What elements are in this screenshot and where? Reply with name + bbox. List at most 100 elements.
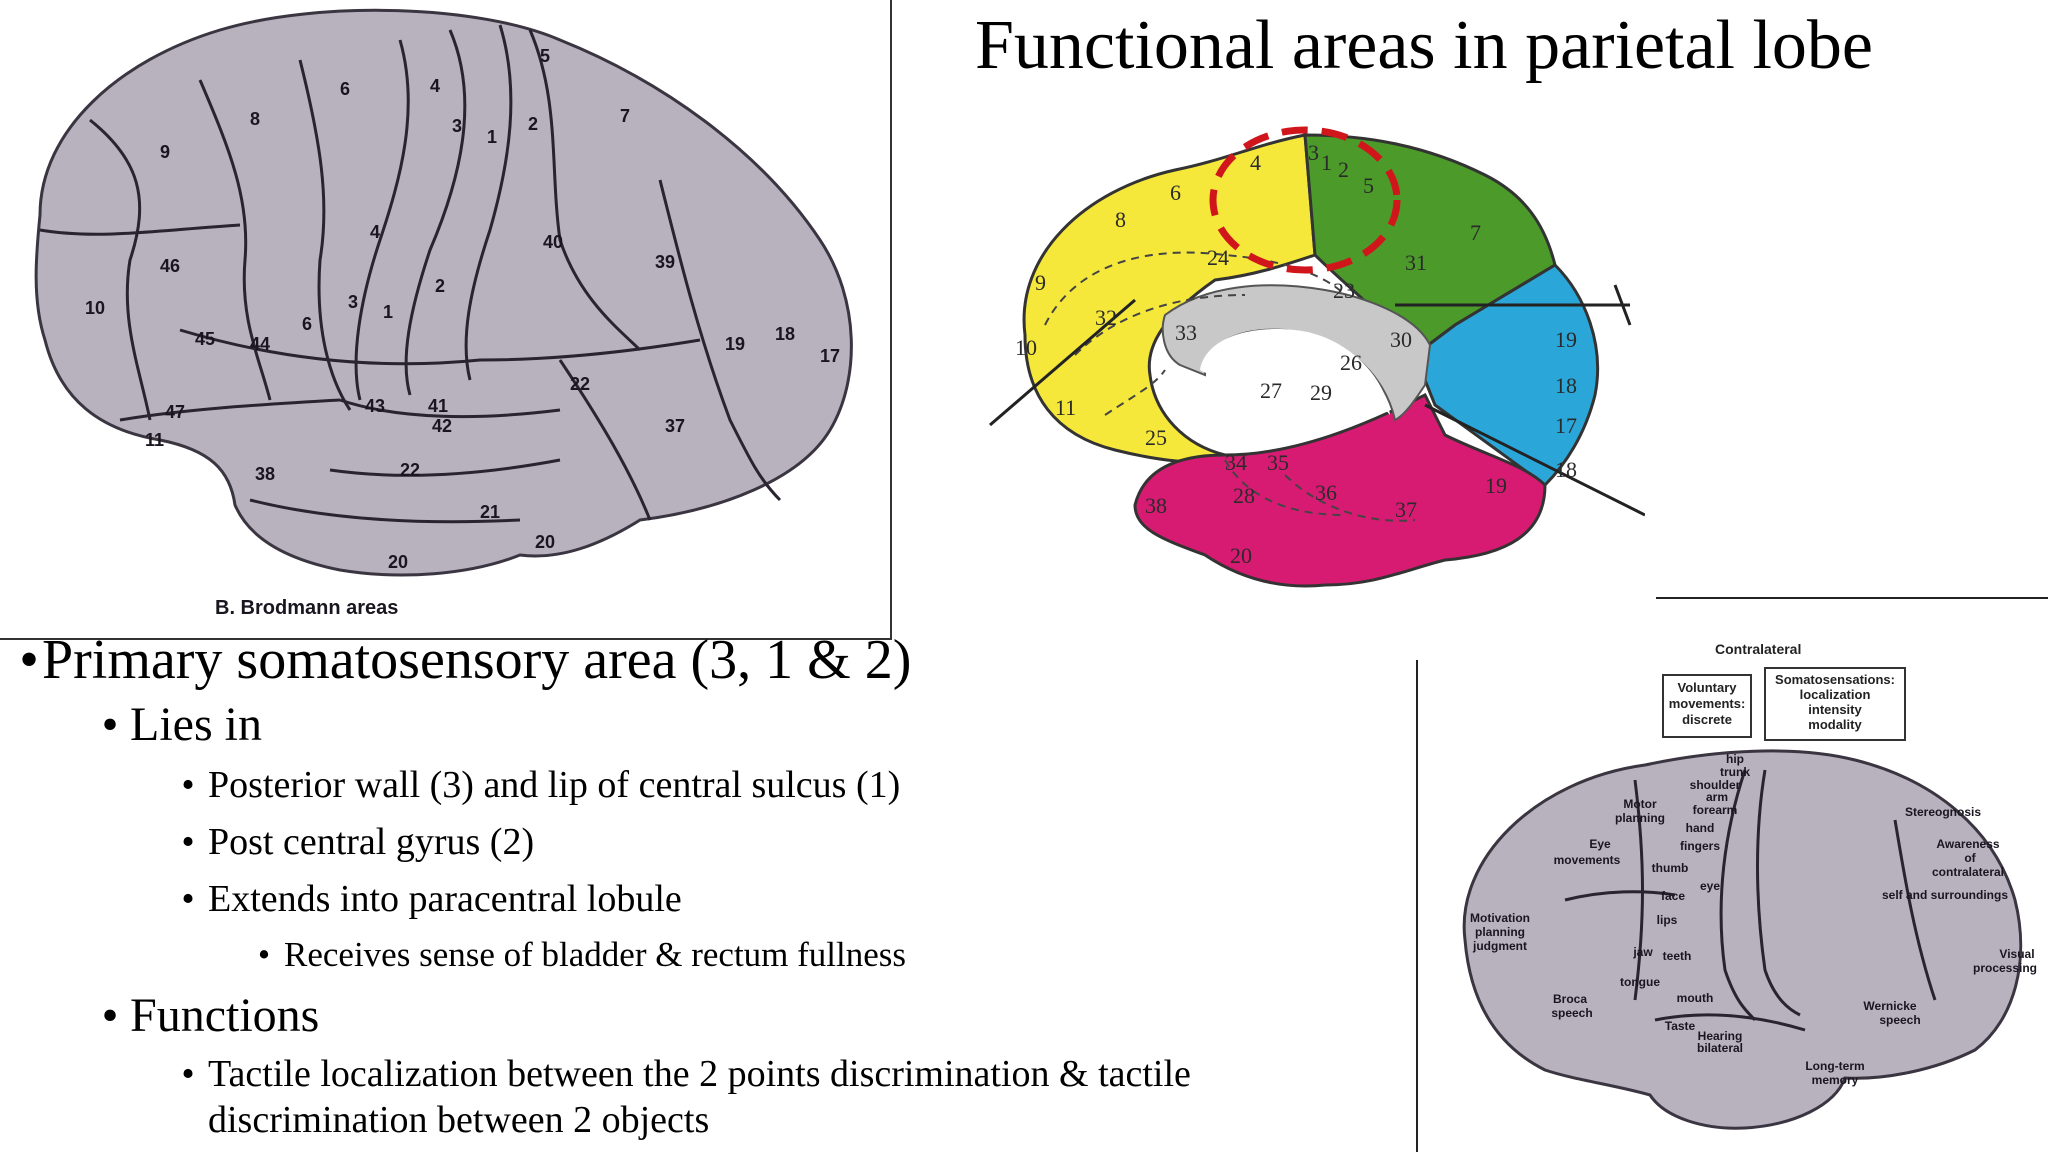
svg-text:18: 18 bbox=[1555, 373, 1577, 398]
svg-text:28: 28 bbox=[1233, 483, 1255, 508]
bullet-paracentral-lobule: •Extends into paracentral lobule bbox=[181, 878, 682, 920]
svg-text:modality: modality bbox=[1808, 717, 1862, 732]
svg-text:26: 26 bbox=[1340, 350, 1362, 375]
svg-text:self and surroundings: self and surroundings bbox=[1882, 888, 2008, 902]
svg-text:Visual: Visual bbox=[1999, 947, 2034, 961]
svg-text:7: 7 bbox=[1470, 220, 1481, 245]
svg-text:2: 2 bbox=[435, 276, 445, 296]
svg-text:33: 33 bbox=[1175, 320, 1197, 345]
svg-text:9: 9 bbox=[1035, 270, 1046, 295]
svg-text:31: 31 bbox=[1405, 250, 1427, 275]
svg-text:tongue: tongue bbox=[1620, 975, 1660, 989]
svg-text:fingers: fingers bbox=[1680, 839, 1720, 853]
bullet-tactile-localization: •Tactile localization between the 2 poin… bbox=[181, 1053, 1191, 1095]
svg-text:intensity: intensity bbox=[1808, 702, 1862, 717]
svg-text:3: 3 bbox=[452, 116, 462, 136]
svg-text:8: 8 bbox=[250, 109, 260, 129]
functional-brain-shape bbox=[1462, 749, 2023, 1130]
svg-text:5: 5 bbox=[1363, 173, 1374, 198]
svg-text:planning: planning bbox=[1615, 811, 1665, 825]
svg-text:forearm: forearm bbox=[1693, 803, 1738, 817]
svg-text:Stereognosis: Stereognosis bbox=[1905, 805, 1981, 819]
svg-text:32: 32 bbox=[1095, 305, 1117, 330]
svg-text:38: 38 bbox=[1145, 493, 1167, 518]
svg-text:speech: speech bbox=[1879, 1013, 1920, 1027]
svg-text:discrete: discrete bbox=[1682, 712, 1732, 727]
svg-text:23: 23 bbox=[1333, 278, 1355, 303]
svg-text:47: 47 bbox=[165, 402, 185, 422]
svg-text:22: 22 bbox=[400, 460, 420, 480]
svg-text:17: 17 bbox=[1555, 413, 1577, 438]
svg-text:7: 7 bbox=[620, 106, 630, 126]
svg-text:3: 3 bbox=[1308, 140, 1319, 165]
svg-text:19: 19 bbox=[1485, 473, 1507, 498]
svg-text:Voluntary: Voluntary bbox=[1678, 680, 1738, 695]
svg-text:19: 19 bbox=[1555, 327, 1577, 352]
svg-text:37: 37 bbox=[1395, 497, 1417, 522]
bullet-tactile-continuation: discrimination between 2 objects bbox=[208, 1099, 710, 1141]
svg-text:contralateral: contralateral bbox=[1932, 865, 2004, 879]
functional-areas-figure: Contralateral Voluntary movements: discr… bbox=[1415, 600, 2048, 1152]
svg-text:1: 1 bbox=[383, 302, 393, 322]
svg-text:46: 46 bbox=[160, 256, 180, 276]
bullet-primary-somatosensory: •Primary somatosensory area (3, 1 & 2) bbox=[19, 629, 912, 691]
svg-text:bilateral: bilateral bbox=[1697, 1041, 1743, 1055]
svg-text:29: 29 bbox=[1310, 380, 1332, 405]
svg-text:20: 20 bbox=[535, 532, 555, 552]
svg-text:24: 24 bbox=[1207, 245, 1229, 270]
slide-title: Functional areas in parietal lobe bbox=[975, 7, 1874, 84]
bullet-post-central-gyrus: •Post central gyrus (2) bbox=[181, 821, 535, 863]
svg-text:hip: hip bbox=[1726, 752, 1744, 766]
svg-text:Long-term: Long-term bbox=[1805, 1059, 1864, 1073]
svg-text:4: 4 bbox=[1250, 150, 1261, 175]
svg-text:movements: movements bbox=[1554, 853, 1621, 867]
svg-text:face: face bbox=[1661, 889, 1685, 903]
svg-text:speech: speech bbox=[1551, 1006, 1592, 1020]
svg-text:trunk: trunk bbox=[1720, 765, 1750, 779]
svg-text:44: 44 bbox=[250, 334, 270, 354]
svg-text:4: 4 bbox=[370, 222, 380, 242]
svg-text:Broca: Broca bbox=[1553, 992, 1587, 1006]
svg-text:10: 10 bbox=[85, 298, 105, 318]
svg-text:Motivation: Motivation bbox=[1470, 911, 1530, 925]
svg-text:teeth: teeth bbox=[1663, 949, 1692, 963]
svg-text:20: 20 bbox=[1230, 543, 1252, 568]
svg-text:Hearing: Hearing bbox=[1698, 1029, 1743, 1043]
svg-text:planning: planning bbox=[1475, 925, 1525, 939]
svg-text:11: 11 bbox=[145, 430, 164, 450]
bullet-lies-in: •Lies in bbox=[101, 698, 262, 751]
svg-text:17: 17 bbox=[820, 346, 840, 366]
svg-text:eye: eye bbox=[1700, 879, 1720, 893]
svg-text:35: 35 bbox=[1267, 450, 1289, 475]
svg-text:45: 45 bbox=[195, 329, 215, 349]
svg-text:memory: memory bbox=[1812, 1073, 1859, 1087]
svg-text:10: 10 bbox=[1015, 335, 1037, 360]
svg-text:localization: localization bbox=[1800, 687, 1871, 702]
occipital-region bbox=[1413, 263, 1600, 487]
svg-text:40: 40 bbox=[543, 232, 563, 252]
svg-text:thumb: thumb bbox=[1652, 861, 1689, 875]
svg-text:20: 20 bbox=[388, 552, 408, 572]
svg-text:Wernicke: Wernicke bbox=[1863, 999, 1916, 1013]
bullet-bladder-rectum: •Receives sense of bladder & rectum full… bbox=[257, 935, 907, 974]
svg-text:19: 19 bbox=[725, 334, 745, 354]
voluntary-box bbox=[1662, 674, 1752, 738]
svg-text:Motor: Motor bbox=[1623, 797, 1657, 811]
highlight-circle bbox=[1209, 126, 1401, 274]
divider-line bbox=[1656, 597, 2048, 599]
svg-text:37: 37 bbox=[665, 416, 685, 436]
svg-text:5: 5 bbox=[540, 46, 550, 66]
svg-text:6: 6 bbox=[340, 79, 350, 99]
svg-text:11: 11 bbox=[1055, 395, 1076, 420]
bullet-functions: •Functions bbox=[101, 989, 320, 1042]
svg-text:Awareness: Awareness bbox=[1936, 837, 1999, 851]
svg-text:lips: lips bbox=[1657, 913, 1678, 927]
svg-text:18: 18 bbox=[1555, 457, 1577, 482]
svg-text:1: 1 bbox=[1321, 150, 1332, 175]
svg-text:34: 34 bbox=[1225, 450, 1247, 475]
svg-text:1: 1 bbox=[487, 127, 497, 147]
svg-text:38: 38 bbox=[255, 464, 275, 484]
svg-text:30: 30 bbox=[1390, 327, 1412, 352]
